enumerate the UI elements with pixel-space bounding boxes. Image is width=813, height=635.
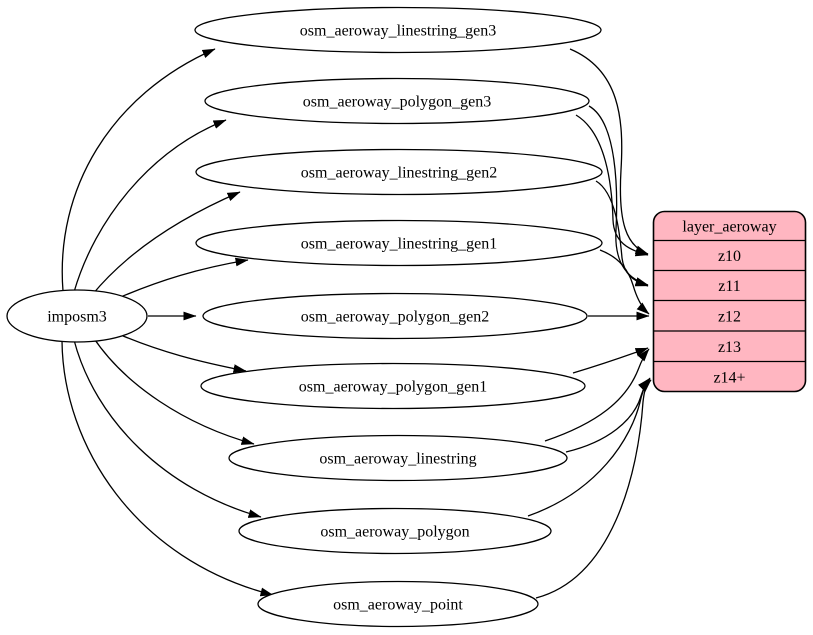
table-label: osm_aeroway_polygon_gen1: [299, 379, 487, 396]
table-label: osm_aeroway_polygon: [320, 524, 469, 541]
edge-point-to-z14: [535, 379, 652, 599]
edge-imposm3-to-polygon-gen1: [115, 332, 247, 373]
edge-imposm3-to-point: [61, 340, 274, 597]
edge-imposm3-to-linestring-gen3: [61, 48, 216, 292]
node-osm-aeroway-point: osm_aeroway_point: [257, 580, 539, 628]
edge-linestring-gen1-to-z12: [599, 249, 650, 315]
table-ellipse: [194, 6, 602, 54]
table-ellipse: [228, 434, 568, 482]
layer-row-z13: z13: [718, 339, 741, 356]
node-osm-aeroway-linestring-gen2: osm_aeroway_linestring_gen2: [195, 148, 603, 196]
node-osm-aeroway-polygon-gen2: osm_aeroway_polygon_gen2: [202, 292, 588, 340]
node-layer-aeroway: layer_aeroway z10 z11 z12 z13 z14+: [652, 210, 807, 393]
edge-imposm3-to-linestring-gen1: [115, 257, 249, 300]
layer-row-z11: z11: [718, 278, 741, 295]
table-label: osm_aeroway_linestring_gen2: [301, 165, 497, 182]
node-osm-aeroway-linestring: osm_aeroway_linestring: [228, 434, 568, 482]
table-label: osm_aeroway_polygon_gen2: [301, 309, 489, 326]
node-osm-aeroway-polygon: osm_aeroway_polygon: [238, 507, 552, 555]
edge-polygon-gen3-to-z11: [588, 105, 649, 286]
edge-imposm3-to-linestring: [92, 336, 255, 445]
edge-linestring-to-z13: [544, 348, 650, 442]
edge-group: [61, 48, 652, 599]
table-label: osm_aeroway_point: [333, 597, 463, 614]
edge-imposm3-to-polygon: [73, 339, 262, 518]
table-ellipse: [202, 292, 588, 340]
layer-row-z12: z12: [718, 309, 741, 326]
node-osm-aeroway-linestring-gen3: osm_aeroway_linestring_gen3: [194, 6, 602, 54]
table-ellipse: [195, 148, 603, 196]
table-label: osm_aeroway_polygon_gen3: [303, 94, 491, 111]
edge-imposm3-to-linestring-gen2: [91, 191, 241, 296]
table-ellipse: [200, 362, 586, 410]
table-label: osm_aeroway_linestring_gen3: [300, 23, 496, 40]
node-osm-aeroway-linestring-gen1: osm_aeroway_linestring_gen1: [195, 219, 603, 267]
edge-polygon-gen1-to-z13: [572, 347, 649, 374]
edge-polygon-gen3-to-z10: [575, 114, 649, 257]
edge-linestring-gen2-to-z11: [595, 180, 649, 287]
layer-row-z14plus: z14+: [713, 370, 745, 387]
imposm3-label: imposm3: [47, 309, 107, 326]
layer-aeroway-box: [652, 210, 807, 393]
edge-linestring-gen3-to-z10: [569, 48, 649, 255]
node-imposm3: imposm3: [6, 289, 148, 343]
layer-row-z10: z10: [718, 248, 741, 265]
imposm3-ellipse: [6, 289, 148, 343]
node-osm-aeroway-polygon-gen3: osm_aeroway_polygon_gen3: [204, 77, 590, 125]
layer-aeroway-title: layer_aeroway: [682, 219, 776, 236]
table-ellipse: [195, 219, 603, 267]
edge-imposm3-to-polygon-gen3: [73, 119, 227, 293]
table-ellipse: [257, 580, 539, 628]
node-osm-aeroway-polygon-gen1: osm_aeroway_polygon_gen1: [200, 362, 586, 410]
table-label: osm_aeroway_linestring_gen1: [301, 236, 497, 253]
table-ellipse: [204, 77, 590, 125]
table-label: osm_aeroway_linestring: [319, 451, 476, 468]
table-ellipse: [238, 507, 552, 555]
